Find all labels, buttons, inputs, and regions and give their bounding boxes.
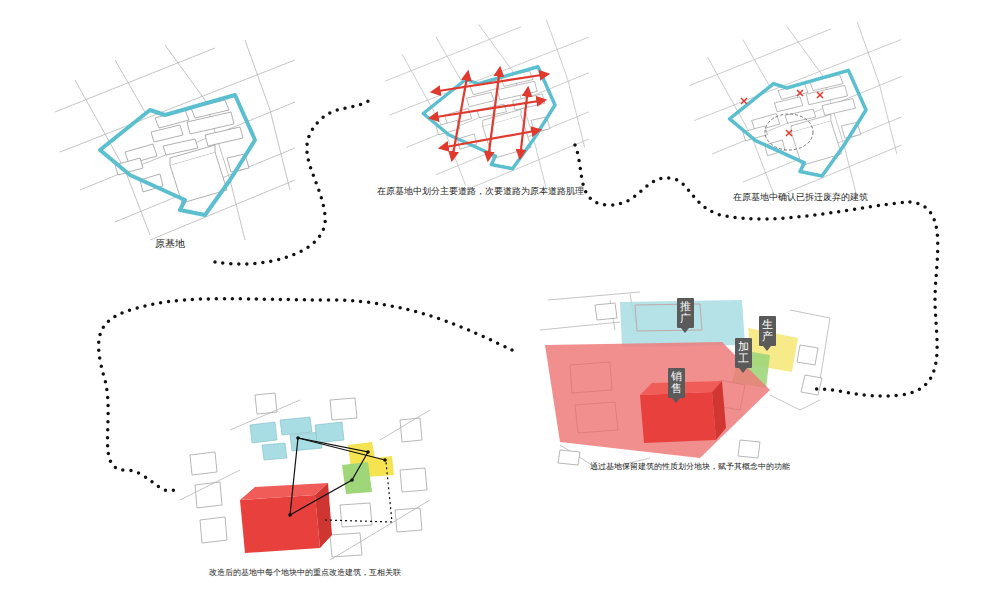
function-tag: 生产 [759,316,776,346]
illustration-shape [786,130,792,136]
illustration-shape [180,470,240,500]
context-lines [180,400,430,560]
demolished-outline [765,114,813,150]
illustration-shape [190,452,217,475]
illustration-shape [488,68,500,160]
sales-building [240,495,320,553]
illustration-shape [315,422,344,443]
site-panel [385,20,589,190]
illustration-shape [575,402,618,433]
function-tag: 推广 [677,298,694,328]
illustration-shape [738,440,760,458]
flow-dots [99,100,938,491]
link-lines [290,438,385,515]
illustration-shape [99,299,512,491]
key-building [712,381,726,440]
tag-text: 生产 [762,319,773,343]
illustration-shape [290,438,368,515]
context-lines [540,292,830,470]
illustration-shape [330,533,362,557]
sales-building [240,483,328,500]
illustration-shape [350,478,354,482]
illustration-shape [801,375,822,395]
function-tag: 加工 [735,338,752,368]
illustration-shape [797,345,818,365]
illustration-shape [250,422,277,443]
illustration-shape [430,100,545,118]
illustration-shape [296,436,300,440]
illustration-shape [330,398,357,420]
promotion-buildings [250,417,344,460]
illustration-shape [770,395,820,410]
illustration-shape [288,513,292,517]
illustration-shape [280,417,312,435]
illustration-shape [400,468,427,492]
zone-promotion [620,300,745,347]
illustration-shape [741,98,747,104]
illustration-shape [262,443,287,460]
illustration-shape [366,450,370,454]
illustration-shape [558,450,580,465]
road-arrows [430,68,548,160]
function-tag: 销售 [668,368,685,398]
illustration-shape [298,438,385,460]
illustration-shape [432,74,548,92]
illustration-shape [383,458,387,462]
tag-text: 加工 [738,341,749,365]
illustration-shape [797,90,803,96]
illustration-shape [330,500,430,560]
step-caption: 在原基地中划分主要道路，次要道路为原本道路肌理 [377,186,584,197]
illustration-shape [395,508,422,532]
step-caption: 通过基地保留建筑的性质划分地块，赋予其概念中的功能 [590,462,790,472]
link-dotted [325,462,392,522]
illustration-shape [200,517,227,543]
illustration-shape [548,292,640,300]
illustration-shape [215,100,370,264]
illustration-shape [340,503,372,527]
demolish-marks [741,90,823,136]
illustration-shape [570,362,612,393]
illustration-shape [540,322,620,330]
illustration-shape [595,303,617,320]
step-caption: 改造后的基地中每个地块中的重点改造建筑，互相关联 [209,568,401,578]
illustration-shape [380,410,430,440]
illustration-shape [452,72,468,160]
step-caption: 在原基地中确认已拆迁废弃的建筑 [733,192,868,203]
processing-building [342,462,372,494]
tag-text: 推广 [680,301,691,325]
illustration-shape [575,145,938,396]
link-points [288,436,387,517]
illustration-shape [520,88,528,158]
site-panel [55,40,295,240]
context-buildings [190,393,427,557]
site-panel [690,22,901,198]
illustration-shape [817,92,823,98]
tag-text: 销售 [671,371,682,395]
step-caption: 原基地 [155,238,185,250]
